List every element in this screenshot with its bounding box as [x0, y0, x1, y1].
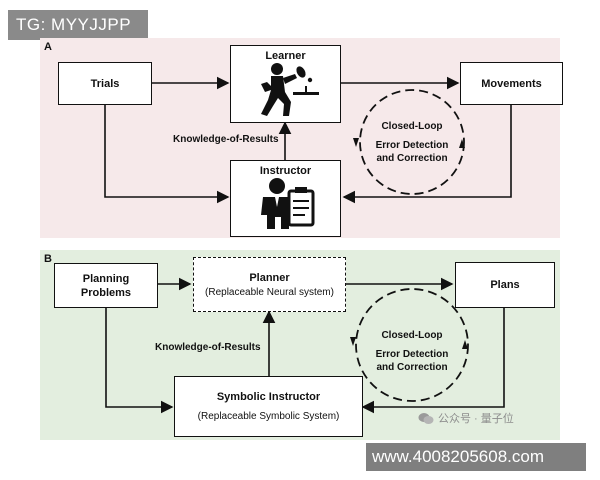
panel-a-letter: A: [44, 41, 52, 53]
closed-loop-circle-b: [355, 288, 469, 402]
closed-loop-title-b: Closed-Loop: [381, 330, 443, 341]
symbolic-instructor-box: Symbolic Instructor (Replaceable Symboli…: [174, 376, 363, 437]
correction-line-b: and Correction: [376, 362, 448, 373]
ping-pong-player-icon: [260, 63, 319, 116]
trials-box: Trials: [58, 62, 152, 105]
closed-loop-text-a: Closed-Loop Error Detection and Correcti…: [362, 120, 462, 165]
instructor-clipboard-icon: [260, 178, 314, 229]
movements-box: Movements: [460, 62, 563, 105]
planning-problems-box: Planning Problems: [54, 263, 158, 308]
arrow-problems-instructor: [105, 308, 174, 414]
arrow-movements-instructor: [342, 105, 512, 204]
correction-line-a: and Correction: [376, 153, 448, 164]
planner-box: Planner (Replaceable Neural system): [193, 257, 346, 312]
planning-line2: Problems: [80, 286, 132, 299]
planner-sub-label: (Replaceable Neural system): [205, 286, 334, 298]
symbolic-sub-label: (Replaceable Symbolic System): [197, 411, 340, 422]
instructor-label: Instructor: [259, 165, 312, 177]
symbolic-instructor-label: Symbolic Instructor: [216, 391, 321, 403]
closed-loop-text-b: Closed-Loop Error Detection and Correcti…: [362, 329, 462, 374]
planner-label: Planner: [249, 271, 290, 284]
movements-label: Movements: [481, 77, 542, 90]
learner-box: Learner: [230, 45, 341, 123]
error-detection-line-b: Error Detection: [375, 349, 449, 360]
arrow-trials-instructor: [104, 105, 230, 204]
arrow-plans-instructor: [361, 308, 505, 414]
loop-arrow-down-b: [462, 340, 468, 349]
knowledge-of-results-label-b: Knowledge-of-Results: [155, 342, 261, 353]
wechat-watermark: 公众号 · 量子位: [418, 410, 514, 426]
plans-box: Plans: [455, 262, 555, 308]
closed-loop-title-a: Closed-Loop: [381, 121, 443, 132]
closed-loop-circle-a: [359, 89, 465, 195]
instructor-box: Instructor: [230, 160, 341, 237]
wechat-icon: [418, 412, 434, 424]
plans-label: Plans: [490, 279, 520, 291]
trials-label: Trials: [90, 77, 120, 90]
knowledge-of-results-label-a: Knowledge-of-Results: [173, 134, 279, 145]
loop-arrow-up-a: [353, 138, 359, 147]
loop-arrow-down-a: [459, 139, 465, 148]
loop-arrow-up-b: [350, 337, 356, 346]
learner-label: Learner: [265, 50, 306, 62]
watermark-tg: TG: MYYJJPP: [8, 10, 148, 40]
wechat-label: 公众号 · 量子位: [438, 413, 514, 425]
error-detection-line-a: Error Detection: [375, 140, 449, 151]
watermark-url: www.4008205608.com: [366, 443, 586, 471]
panel-b-letter: B: [44, 253, 52, 265]
planning-line1: Planning: [82, 272, 130, 285]
